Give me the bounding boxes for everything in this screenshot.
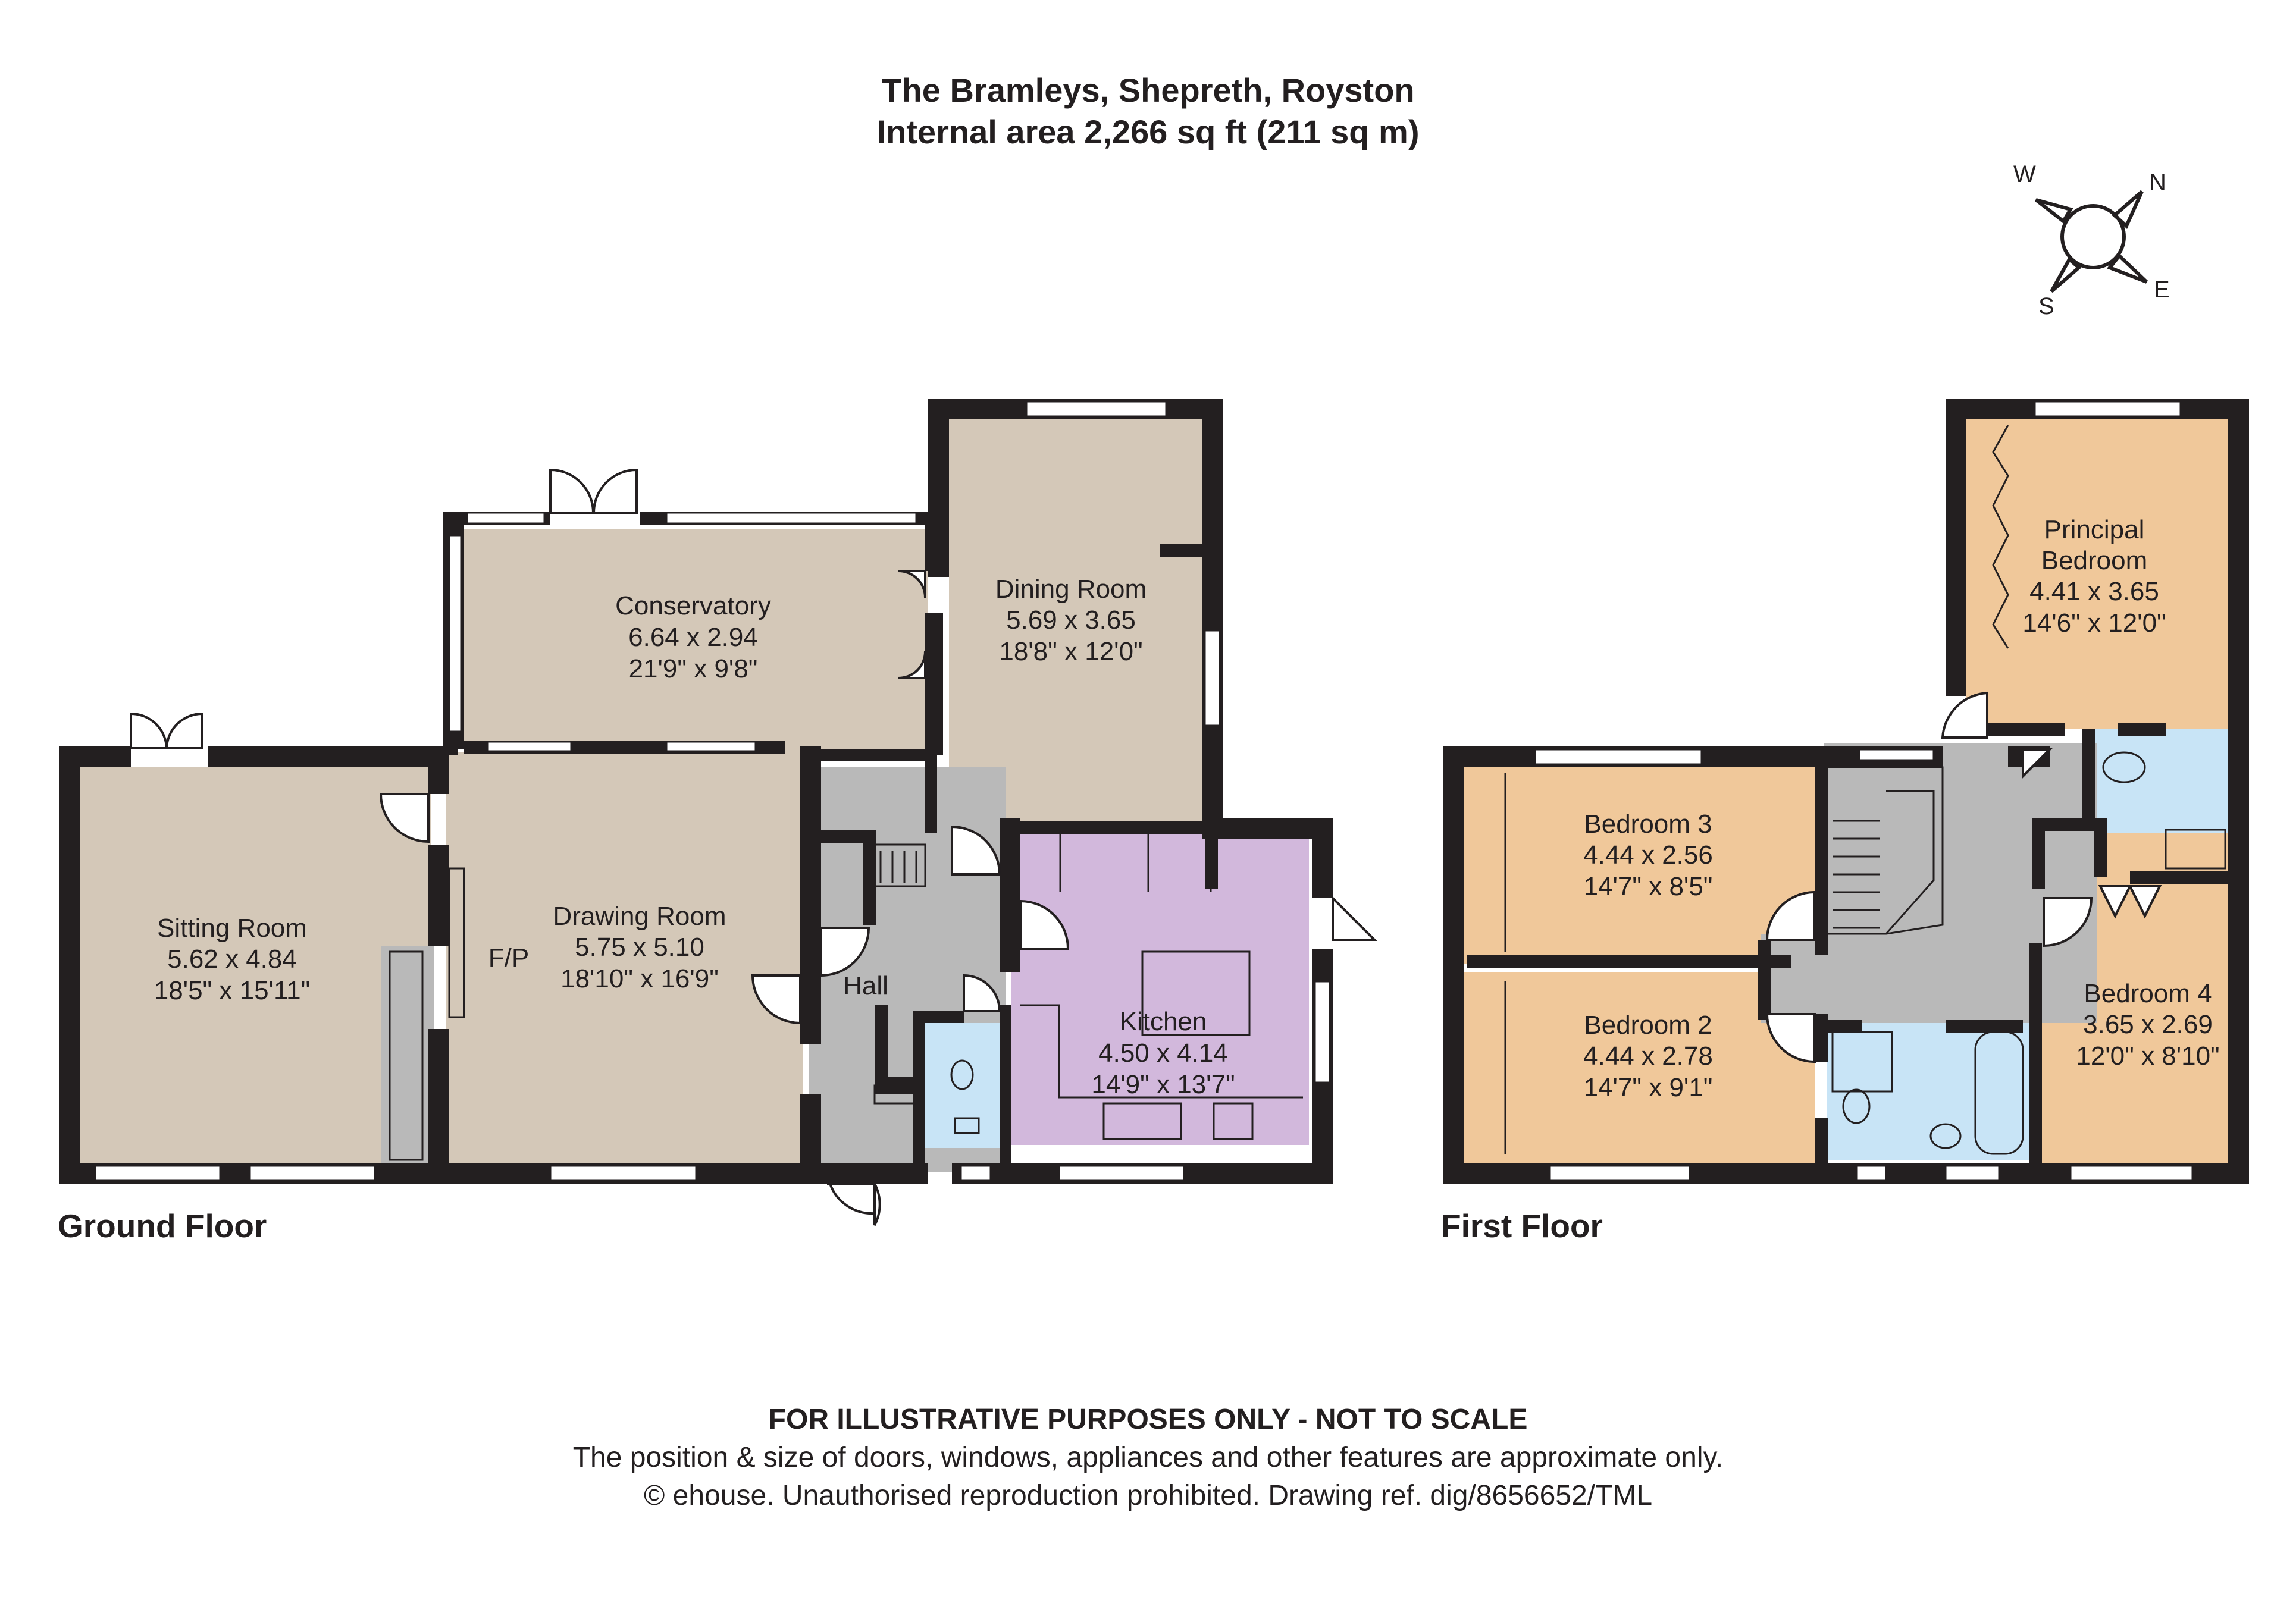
compass-w: W [2013,161,2036,187]
first-room-fills [1464,419,2228,1172]
sitting-name: Sitting Room [157,914,307,943]
ensuite-shower-icon [2165,829,2226,870]
bedroom2-metric: 4.44 x 2.78 [1583,1041,1713,1071]
drawing-room-fill [446,752,803,1172]
drawing-name: Drawing Room [553,902,726,931]
stairs-icon [879,851,917,883]
conservatory-name: Conservatory [615,591,771,620]
kitchen-metric: 4.50 x 4.14 [1098,1039,1228,1068]
compass-icon: N W E S [2013,161,2170,319]
drawing-door-icon [751,974,801,1025]
bedroom2-fill [1464,972,1815,1172]
drawing-metric: 5.75 x 5.10 [575,933,704,962]
internal-area: Internal area 2,266 sq ft (211 sq m) [876,113,1420,150]
copyright: © ehouse. Unauthorised reproduction proh… [643,1480,1653,1511]
compass-s: S [2038,293,2054,319]
compass-e: E [2154,277,2170,303]
toilet-icon [1842,1088,1871,1124]
sitting-imperial: 18'5" x 15'11" [154,976,311,1005]
principal-imperial: 14'6" x 12'0" [2022,608,2166,638]
fireplace-label: F/P [488,943,529,972]
wardrobe-icon [1992,425,2009,649]
principal-metric: 4.41 x 3.65 [2029,577,2159,606]
ground-doors [130,468,1377,1226]
basin-icon [1929,1123,1962,1149]
dining-room-fill [949,419,1211,821]
ensuite-toilet-icon [2102,751,2146,783]
hob-icon [1213,1102,1254,1140]
bedroom3-name: Bedroom 3 [1584,810,1712,839]
first-fittings [1504,425,2226,1155]
plan-title: The Bramleys, Shepreth, Royston [881,71,1415,109]
hall-label: Hall [843,971,888,1000]
ground-fittings [389,830,1303,1161]
first-windows [1534,400,2194,1182]
bedroom2-name: Bedroom 2 [1584,1011,1712,1040]
dining-metric: 5.69 x 3.65 [1006,605,1136,635]
first-doors [1765,691,2162,1063]
stairs-icon [1825,766,1944,935]
fireplace-icon [448,867,465,1018]
conservatory-imperial: 21'9" x 9'8" [629,654,758,683]
disclaimer: FOR ILLUSTRATIVE PURPOSES ONLY - NOT TO … [768,1404,1528,1435]
sitting-west-wall [59,749,80,1184]
conservatory-metric: 6.64 x 2.94 [628,623,758,652]
kitchen-island-icon [1141,950,1251,1036]
approximation-note: The position & size of doors, windows, a… [572,1442,1724,1473]
ground-floor-label: Ground Floor [58,1207,267,1244]
dining-imperial: 18'8" x 12'0" [999,637,1142,666]
sink-icon [1102,1102,1182,1140]
conservatory-french-door-icon [549,468,595,514]
drawing-imperial: 18'10" x 16'9" [560,964,719,993]
toilet-icon [950,1059,974,1090]
sitting-door-icon [379,793,430,843]
first-floor-label: First Floor [1441,1207,1603,1244]
conservatory-fill [464,529,928,752]
principal-name-1: Principal [2044,515,2145,544]
ground-windows [94,400,1331,1182]
dining-name: Dining Room [995,575,1147,604]
principal-bedroom-fill [1966,419,2228,729]
bedroom4-metric: 3.65 x 2.69 [2083,1010,2213,1039]
kitchen-imperial: 14'9" x 13'7" [1091,1070,1235,1099]
sitting-metric: 5.62 x 4.84 [167,945,297,974]
cloakroom-fill [922,1023,1003,1148]
bedroom4-imperial: 12'0" x 8'10" [2076,1041,2219,1071]
bedroom3-fill [1464,767,1815,964]
bath-icon [1974,1031,2024,1155]
principal-name-2: Bedroom [2041,546,2148,575]
bedroom2-imperial: 14'7" x 9'1" [1584,1073,1713,1102]
bedroom3-imperial: 14'7" x 8'5" [1584,872,1713,901]
sitting-room-fill [80,767,431,1172]
kitchen-name: Kitchen [1120,1007,1207,1036]
bedroom3-metric: 4.44 x 2.56 [1583,840,1713,870]
bedroom4-name: Bedroom 4 [2084,979,2212,1008]
compass-n: N [2149,170,2166,196]
